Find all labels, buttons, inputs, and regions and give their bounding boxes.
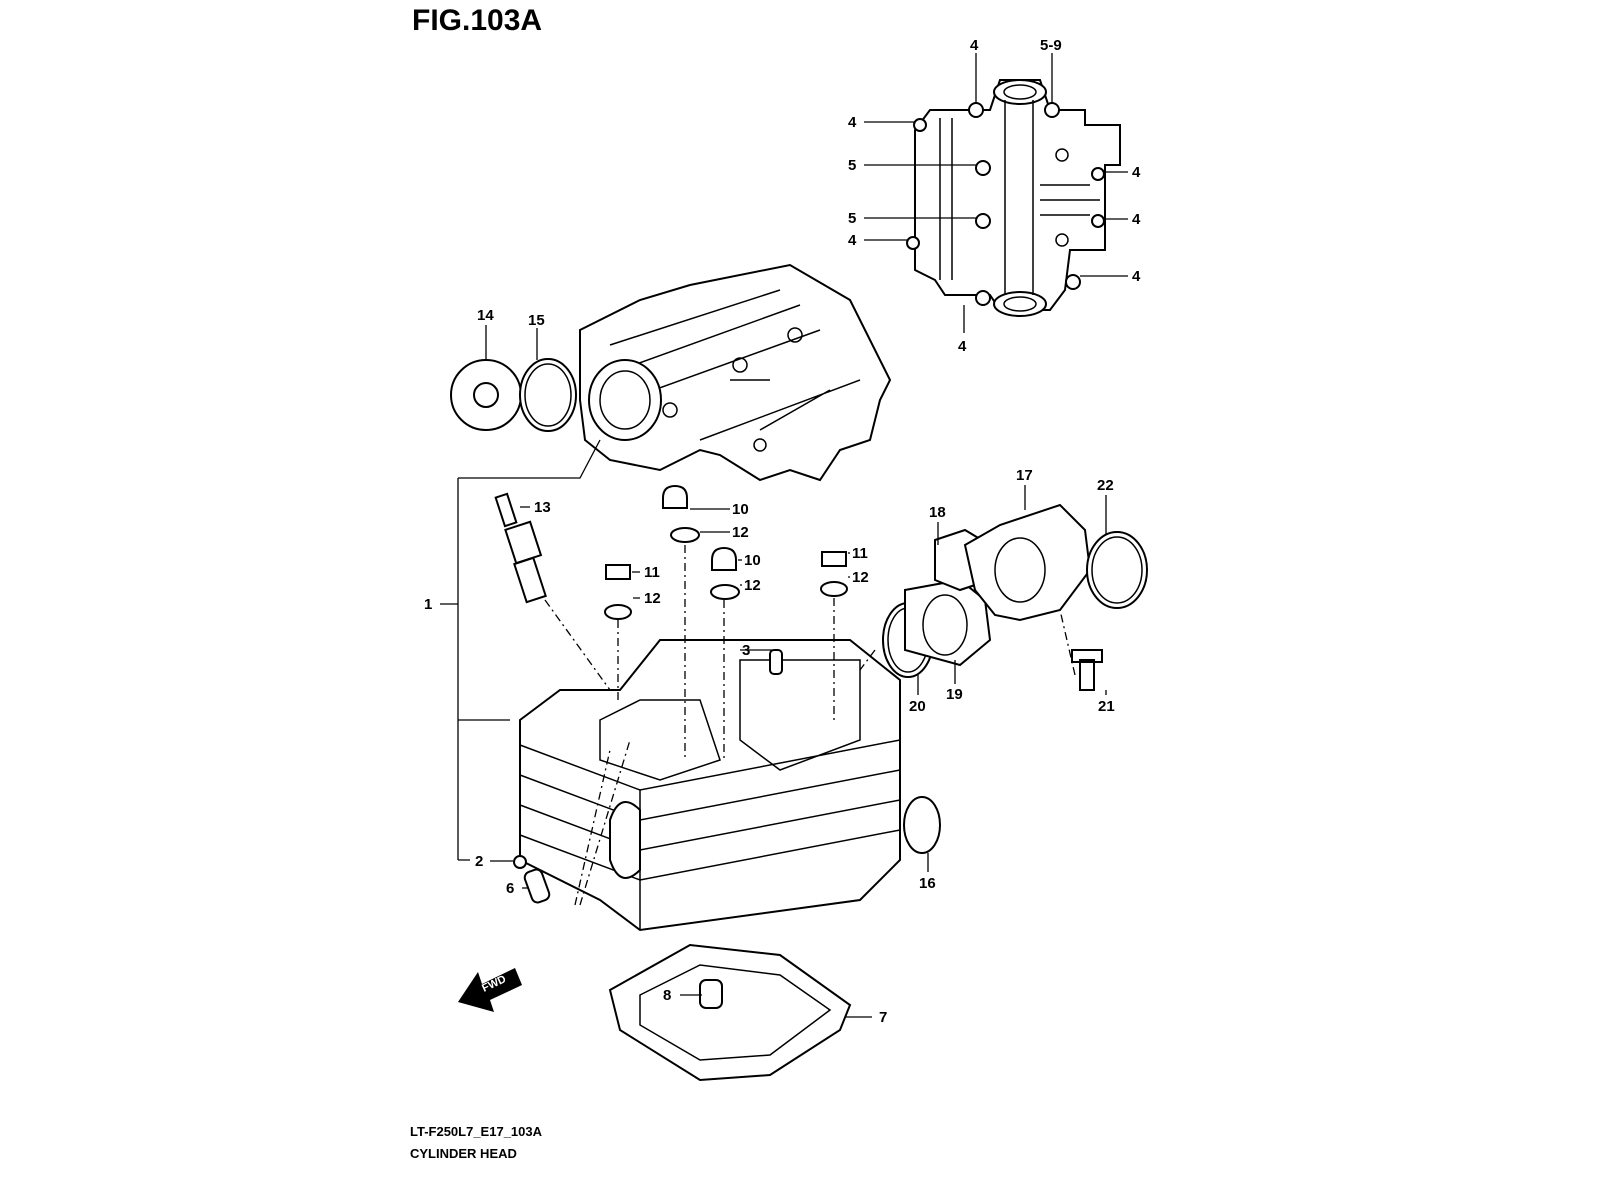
- cylinder-head: [519, 639, 901, 932]
- callout: 4: [970, 37, 979, 54]
- callout: 12: [644, 590, 661, 607]
- callout: 12: [744, 577, 761, 594]
- callout: 11: [852, 545, 868, 562]
- cylinder-head-gasket-7: [513, 855, 852, 1082]
- callout: 2: [475, 853, 483, 870]
- clamp-22: [1086, 531, 1148, 609]
- callout: 6: [506, 880, 514, 897]
- callout: 19: [946, 686, 963, 703]
- callout: 12: [732, 524, 749, 541]
- callout: 7: [879, 1009, 887, 1026]
- callout: 5: [848, 157, 856, 174]
- callout: 4: [848, 114, 857, 131]
- callout: 15: [528, 312, 545, 329]
- callout: 20: [909, 698, 926, 715]
- figure-name: CYLINDER HEAD: [410, 1146, 517, 1161]
- figure-code: LT-F250L7_E17_103A: [410, 1124, 542, 1139]
- bolt-21: [1071, 649, 1103, 691]
- leader-lines: [440, 53, 1128, 1018]
- callout: 1: [424, 596, 432, 613]
- cap-14: [450, 359, 522, 431]
- callout: 8: [663, 987, 671, 1004]
- spark-plug-13: [494, 492, 547, 604]
- callout: 5-9: [1040, 37, 1062, 54]
- callout: 10: [732, 501, 749, 518]
- callout: 5: [848, 210, 856, 227]
- figure-title: FIG.103A: [412, 4, 543, 37]
- callout: 4: [958, 338, 967, 355]
- callout: 16: [919, 875, 936, 892]
- callout: 4: [1132, 211, 1141, 228]
- plug-16: [903, 796, 941, 854]
- callout: 17: [1016, 467, 1033, 484]
- intake-pipe-17: [963, 503, 1092, 622]
- callout: 21: [1098, 698, 1115, 715]
- fwd-arrow-icon: FWD: [458, 968, 522, 1012]
- intake-parts: [882, 503, 1148, 854]
- fasteners: [604, 484, 848, 620]
- head-cover-top-view: [906, 79, 1121, 317]
- callout: 4: [1132, 268, 1141, 285]
- callout: 4: [848, 232, 857, 249]
- callout: 10: [744, 552, 761, 569]
- callout: 11: [644, 564, 660, 581]
- callout-labels: 4 5-9 4 5 4 5 4 4 4 4 14 15 13 10 12 11 …: [424, 37, 1141, 1026]
- callout: 4: [1132, 164, 1141, 181]
- cylinder-head-cover: [579, 263, 892, 482]
- callout: 13: [534, 499, 551, 516]
- callout: 3: [742, 642, 750, 659]
- o-ring-15: [519, 358, 577, 432]
- callout: 22: [1097, 477, 1114, 494]
- callout: 14: [477, 307, 494, 324]
- callout: 18: [929, 504, 946, 521]
- callout: 12: [852, 569, 869, 586]
